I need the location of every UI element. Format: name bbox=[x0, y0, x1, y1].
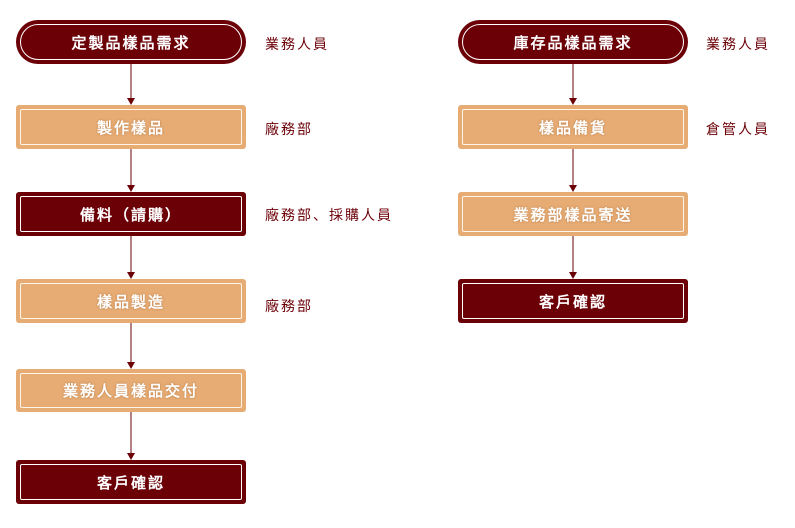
right-step-3-node: 業務部樣品寄送 bbox=[458, 192, 688, 236]
left-step-6-label: 客戶確認 bbox=[96, 473, 165, 492]
right-step-3-label: 業務部樣品寄送 bbox=[513, 205, 633, 224]
right-step-1-label: 庫存品樣品需求 bbox=[513, 33, 633, 52]
left-step-2-role: 廠務部 bbox=[265, 122, 313, 138]
right-step-4-node: 客戶確認 bbox=[458, 279, 688, 323]
right-step-2-role: 倉管人員 bbox=[706, 122, 770, 138]
left-step-3-node: 備料（請購） bbox=[16, 192, 246, 236]
left-step-4-role: 廠務部 bbox=[265, 299, 313, 315]
right-step-2-node: 樣品備貨 bbox=[458, 105, 688, 149]
left-step-5-node: 業務人員樣品交付 bbox=[16, 369, 246, 412]
left-step-2-node: 製作樣品 bbox=[16, 105, 246, 149]
left-step-4-label: 樣品製造 bbox=[96, 292, 165, 311]
left-step-6-node: 客戶確認 bbox=[16, 460, 246, 504]
left-step-1-role: 業務人員 bbox=[265, 37, 329, 53]
right-step-4-label: 客戶確認 bbox=[538, 292, 607, 311]
right-step-1-node: 庫存品樣品需求 bbox=[458, 20, 688, 64]
left-step-3-label: 備料（請購） bbox=[79, 205, 182, 224]
right-step-2-label: 樣品備貨 bbox=[538, 118, 607, 137]
left-step-5-label: 業務人員樣品交付 bbox=[62, 382, 199, 400]
left-step-1-label: 定製品樣品需求 bbox=[71, 33, 191, 52]
left-step-4-node: 樣品製造 bbox=[16, 279, 246, 323]
right-step-1-role: 業務人員 bbox=[706, 37, 770, 53]
left-step-2-label: 製作樣品 bbox=[96, 118, 165, 137]
left-step-1-node: 定製品樣品需求 bbox=[16, 20, 246, 64]
left-step-3-role: 廠務部、採購人員 bbox=[265, 208, 393, 224]
